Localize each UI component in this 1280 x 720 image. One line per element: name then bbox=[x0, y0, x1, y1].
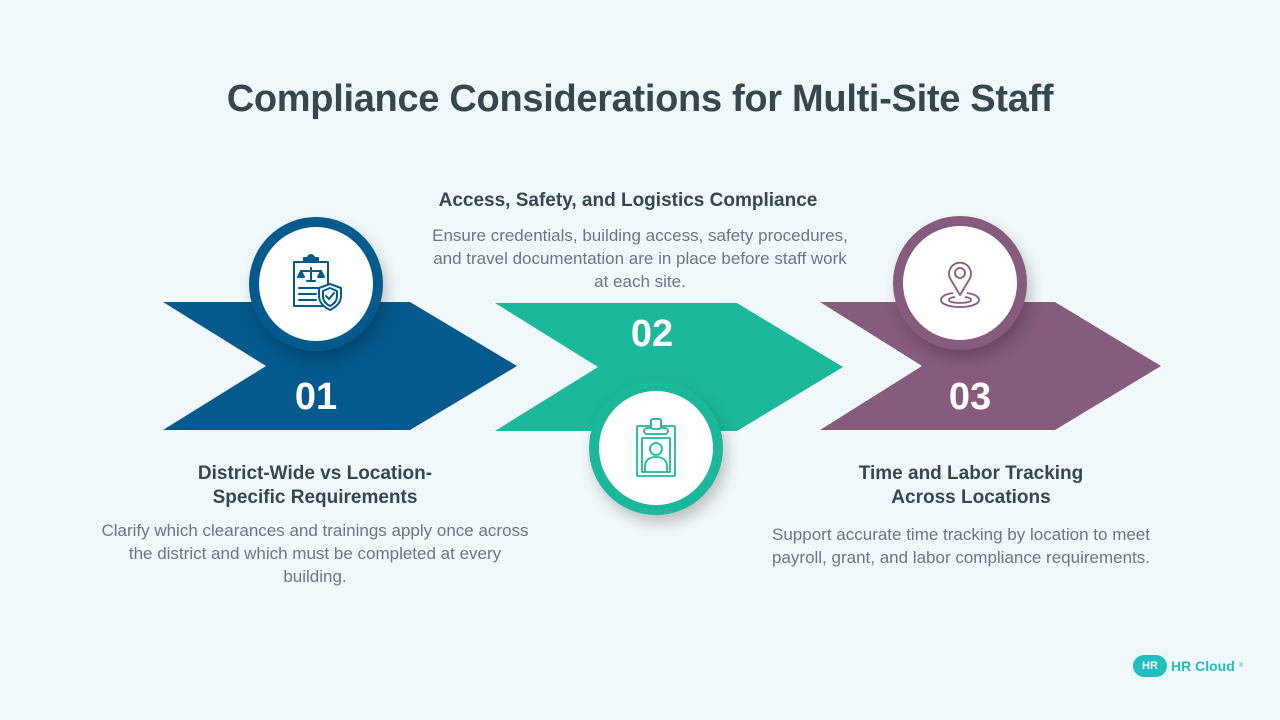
chevron-step-3 bbox=[820, 302, 1161, 430]
step-1-heading-line-1: District-Wide vs Location- bbox=[197, 463, 433, 484]
hr-cloud-logo: HR HR Cloud ® bbox=[1133, 655, 1243, 677]
step-3-heading-line-2: Across Locations bbox=[891, 487, 1051, 508]
step-3-icon-circle bbox=[893, 216, 1027, 350]
step-3-description: Support accurate time tracking by locati… bbox=[772, 525, 1150, 567]
step-2-heading: Access, Safety, and Logistics Compliance bbox=[438, 190, 818, 211]
logo-brand-text: HR Cloud bbox=[1171, 658, 1235, 674]
registered-mark: ® bbox=[1238, 663, 1244, 669]
step-1-heading-line-2: Specific Requirements bbox=[212, 487, 418, 508]
step-1-description: Clarify which clearances and trainings a… bbox=[101, 521, 529, 586]
step-3-heading: Time and Labor Tracking Across Locations bbox=[806, 462, 1136, 510]
id-badge-icon bbox=[636, 418, 676, 477]
step-number-3: 03 bbox=[948, 376, 992, 418]
step-number-1: 01 bbox=[294, 376, 338, 418]
step-3-heading-line-1: Time and Labor Tracking bbox=[858, 463, 1084, 484]
chevron-step-1 bbox=[163, 302, 517, 430]
step-2-description: Ensure credentials, building access, saf… bbox=[432, 226, 848, 291]
location-pin-icon bbox=[940, 261, 980, 308]
clipboard-scales-shield-icon bbox=[293, 254, 342, 311]
step-1-heading: District-Wide vs Location- Specific Requ… bbox=[150, 462, 480, 510]
step-1-icon-circle bbox=[249, 217, 383, 351]
cloud-badge-icon: HR bbox=[1133, 655, 1167, 677]
step-number-2: 02 bbox=[630, 313, 674, 355]
step-2-icon-circle bbox=[589, 381, 723, 515]
page-title: Compliance Considerations for Multi-Site… bbox=[226, 78, 1054, 120]
chevron-step-2 bbox=[495, 303, 843, 431]
